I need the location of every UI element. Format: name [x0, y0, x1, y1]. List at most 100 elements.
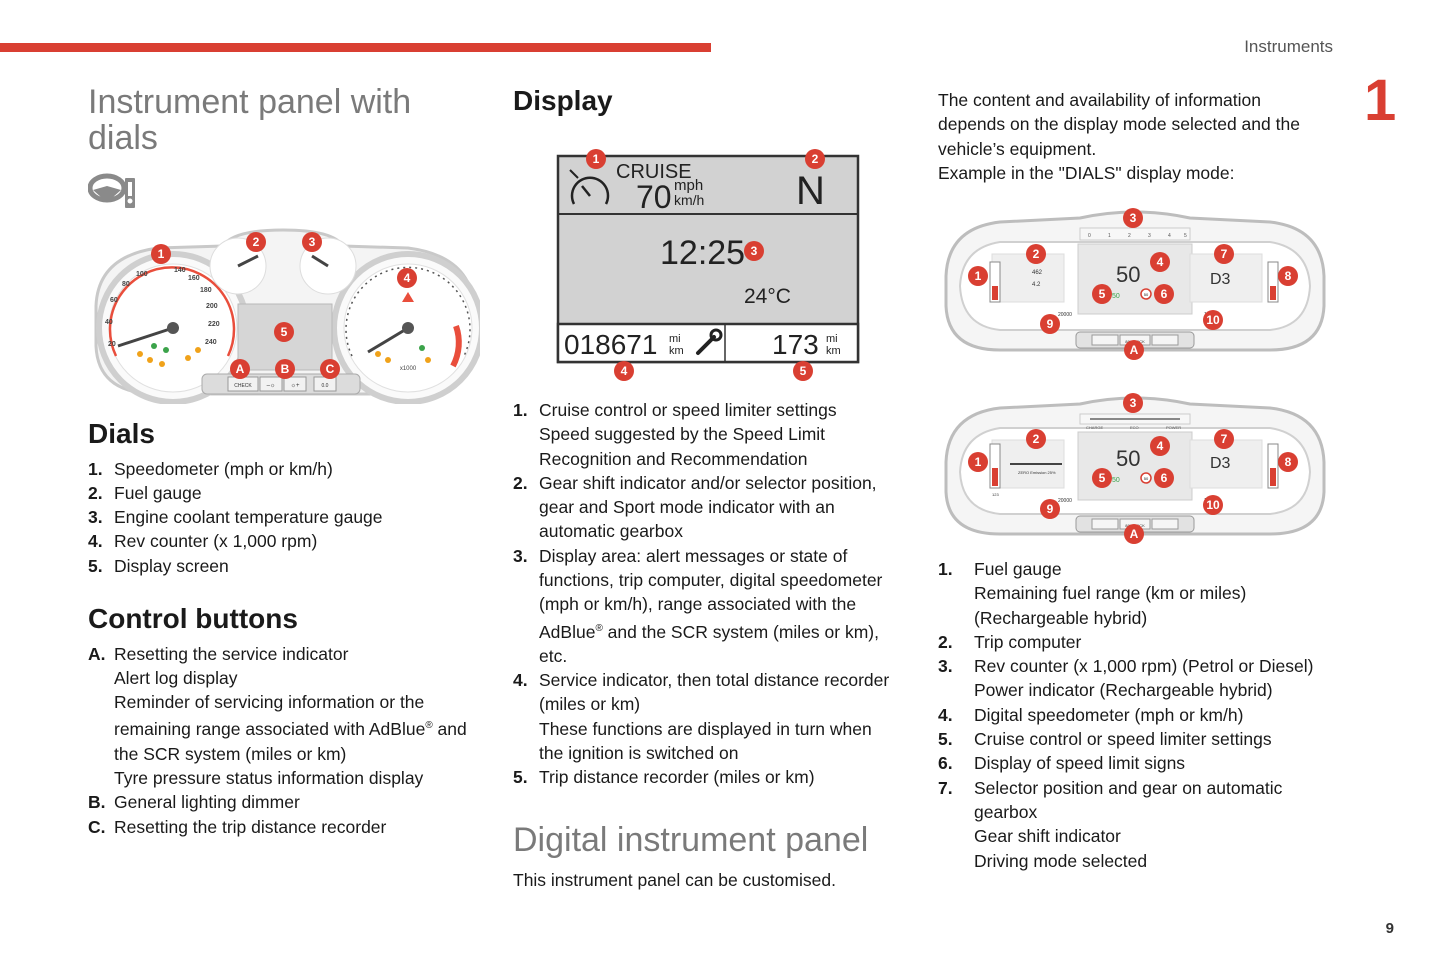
- badge-6: 6: [1154, 468, 1174, 488]
- badge-7: 7: [1214, 429, 1234, 449]
- list-item: 2.Fuel gauge: [88, 482, 202, 503]
- speed-tick: 160: [188, 275, 200, 282]
- speed-tick: 20: [108, 341, 116, 348]
- list-item: 2. Trip computer: [938, 631, 1082, 652]
- gear-indicator: N: [796, 169, 825, 213]
- list-item: 4.Rev counter (x 1,000 rpm): [88, 531, 318, 552]
- range-small: 123: [992, 492, 999, 497]
- digital-panel-figure-1: 0 1 2 3 4 5 462 4.2 50 50 50 D3 20000 12…: [940, 206, 1330, 362]
- badge-2: 2: [1026, 429, 1046, 449]
- badge-1: 1: [151, 244, 171, 264]
- rev-scale-tick: 5: [1184, 233, 1187, 239]
- speed-limit-sign: 50: [1144, 476, 1149, 481]
- section-label: Instruments: [1244, 37, 1333, 56]
- page-number: 9: [1385, 920, 1394, 937]
- digital-panel-list: 1. Fuel gauge Remaining fuel range (km o…: [938, 557, 1368, 873]
- badge-1: 1: [968, 452, 988, 472]
- list-item: 5. Cruise control or speed limiter setti…: [938, 729, 1272, 750]
- badge-a: A: [230, 359, 250, 379]
- badge-8: 8: [1278, 452, 1298, 472]
- list-item: 6. Display of speed limit signs: [938, 753, 1186, 774]
- gear-display: D3: [1210, 271, 1231, 288]
- speedometer-icon: [569, 169, 610, 205]
- badge-5: 5: [274, 322, 294, 342]
- list-item: 7. Selector position and gear on automat…: [938, 777, 1283, 871]
- cruise-label: CRUISE: [616, 161, 692, 183]
- badge-1: 1: [968, 266, 988, 286]
- col1-title-line2: dials: [88, 119, 158, 158]
- list-item: 4. Service indicator, then total distanc…: [513, 670, 890, 763]
- speed-tick: 140: [174, 267, 186, 274]
- trip-unit-mi: mi: [826, 333, 838, 345]
- cruise-speed-small: 50: [1112, 293, 1120, 300]
- badge-7: 7: [1214, 244, 1234, 264]
- header-red-bar: [0, 43, 711, 52]
- badge-3: 3: [1123, 393, 1143, 413]
- col1-title-line1: Instrument panel with: [88, 83, 412, 121]
- button-trip-reset-label: 0.0: [322, 383, 329, 389]
- list-item: 1. Fuel gauge Remaining fuel range (km o…: [938, 559, 1247, 628]
- speed-unit-kmh: km/h: [674, 192, 704, 208]
- rev-scale-tick: 2: [1128, 233, 1131, 239]
- speed-tick: 180: [200, 287, 212, 294]
- speed-tick: 200: [206, 303, 218, 310]
- digital-panel-text: This instrument panel can be customised.: [513, 870, 836, 890]
- badge-3: 3: [1123, 208, 1143, 228]
- badge-1: 1: [586, 149, 606, 169]
- speed-tick: 220: [208, 321, 220, 328]
- list-item: 1. Cruise control or speed limiter setti…: [513, 400, 837, 469]
- dials-heading: Dials: [88, 418, 155, 449]
- odo-unit-km: km: [669, 345, 684, 357]
- controls-section: Control buttons A. Resetting the service…: [88, 602, 498, 839]
- trip-unit-km: km: [826, 345, 841, 357]
- zero-emission-text: ZERO Emission 25%: [1018, 470, 1056, 475]
- dials-cluster-drawing: CHECK –☼ ☼+ 0.0 20 40 60 80 100 140 160 …: [94, 228, 485, 405]
- badge-b: B: [275, 359, 295, 379]
- dials-list: 1.Speedometer (mph or km/h) 2.Fuel gauge…: [88, 457, 488, 578]
- digital-panel-heading: Digital instrument panel: [513, 821, 869, 859]
- hybrid-eco-label: ECO: [1130, 425, 1139, 430]
- col1-title: Instrument panel with dials: [88, 84, 488, 157]
- speed-limit-sign: 50: [1144, 292, 1149, 297]
- badge-9: 9: [1040, 499, 1060, 519]
- button-dim-down-label: –☼: [267, 383, 276, 389]
- badge-5: 5: [1092, 468, 1112, 488]
- list-item: 5. Trip distance recorder (miles or km): [513, 767, 815, 788]
- clock-time: 12:25: [660, 234, 745, 272]
- rev-scale-tick: 3: [1148, 233, 1151, 239]
- speed-tick: 60: [110, 297, 118, 304]
- gear-display: D3: [1210, 455, 1231, 472]
- display-heading: Display: [513, 85, 613, 116]
- button-check-label: CHECK: [234, 383, 252, 389]
- badge-5: 5: [1092, 284, 1112, 304]
- hybrid-charge-label: CHARGE: [1086, 425, 1103, 430]
- badge-a: A: [1124, 524, 1144, 544]
- speed-tick: 80: [122, 281, 130, 288]
- badge-9: 9: [1040, 314, 1060, 334]
- digital-panel-figure-2: CHARGE ECO POWER ZERO Emission 25% 50 50…: [940, 392, 1330, 546]
- list-item: B.General lighting dimmer: [88, 792, 300, 813]
- display-list: 1. Cruise control or speed limiter setti…: [513, 398, 913, 790]
- display-screen-figure: CRUISE 70 mph km/h N 12:25 24°C 018671 m…: [556, 148, 862, 384]
- badge-4: 4: [1150, 436, 1170, 456]
- list-item: 5.Display screen: [88, 555, 229, 576]
- list-item: C.Resetting the trip distance recorder: [88, 816, 387, 837]
- odo-unit-mi: mi: [669, 333, 681, 345]
- badge-3: 3: [302, 232, 322, 252]
- list-item: 3. Rev counter (x 1,000 rpm) (Petrol or …: [938, 656, 1314, 701]
- badge-4: 4: [397, 268, 417, 288]
- digital-speed: 50: [1116, 262, 1140, 287]
- odometer-value: 018671: [564, 329, 657, 360]
- dials-section: Dials 1.Speedometer (mph or km/h) 2.Fuel…: [88, 417, 488, 578]
- rev-multiplier-label: x1000: [400, 366, 417, 372]
- rev-scale-tick: 1: [1108, 233, 1111, 239]
- hybrid-power-label: POWER: [1166, 425, 1181, 430]
- badge-5: 5: [793, 361, 813, 381]
- col3-intro: The content and availability of informat…: [938, 90, 1300, 183]
- odometer-small: 20000: [1058, 312, 1072, 318]
- cruise-speed: 70: [636, 179, 672, 215]
- list-item: 4. Digital speedometer (mph or km/h): [938, 704, 1244, 725]
- speed-unit-mph: mph: [674, 177, 703, 194]
- chapter-number: 1: [1364, 68, 1397, 133]
- rev-scale-tick: 0: [1088, 233, 1091, 239]
